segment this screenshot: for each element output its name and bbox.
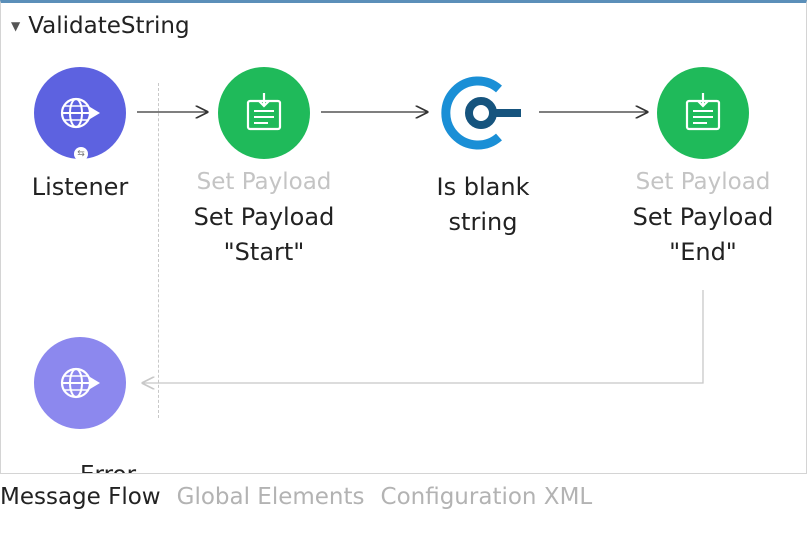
set-payload-icon bbox=[685, 93, 721, 131]
set-payload-end-circle[interactable] bbox=[657, 67, 749, 159]
validation-icon bbox=[441, 76, 521, 150]
tab-message-flow[interactable]: Message Flow bbox=[0, 484, 161, 510]
listener-node[interactable]: ⇆ Listener bbox=[15, 67, 145, 207]
tab-configuration-xml[interactable]: Configuration XML bbox=[380, 484, 593, 510]
is-blank-label-line1: Is blank bbox=[436, 173, 530, 201]
set-payload-end-name: Set Payload bbox=[632, 203, 774, 231]
set-payload-start-node[interactable]: Set Payload Set Payload "Start" bbox=[176, 67, 352, 267]
set-payload-start-value: "Start" bbox=[223, 238, 305, 266]
collapse-caret-icon[interactable]: ▼ bbox=[11, 19, 21, 33]
set-payload-start-circle[interactable] bbox=[218, 67, 310, 159]
error-label: Error bbox=[80, 461, 136, 473]
source-divider bbox=[158, 83, 159, 418]
listener-label: Listener bbox=[31, 173, 129, 201]
is-blank-label-line2: string bbox=[448, 208, 518, 236]
response-return-line bbox=[143, 290, 704, 383]
globe-icon bbox=[60, 367, 100, 399]
globe-icon bbox=[60, 97, 100, 129]
set-payload-start-name: Set Payload bbox=[193, 203, 335, 231]
listener-circle[interactable]: ⇆ bbox=[34, 67, 126, 161]
error-response-circle[interactable] bbox=[34, 337, 126, 429]
is-blank-string-circle[interactable] bbox=[437, 67, 529, 159]
flow-header[interactable]: ▼ ValidateString bbox=[11, 13, 190, 39]
set-payload-end-node[interactable]: Set Payload Set Payload "End" bbox=[615, 67, 791, 267]
flow-title: ValidateString bbox=[28, 13, 190, 39]
editor-tabs: Message Flow Global Elements Configurati… bbox=[0, 484, 608, 510]
set-payload-start-type: Set Payload bbox=[196, 169, 332, 195]
exchange-badge-icon: ⇆ bbox=[74, 147, 88, 161]
is-blank-string-node[interactable]: Is blank string bbox=[416, 67, 550, 241]
set-payload-end-type: Set Payload bbox=[635, 169, 771, 195]
set-payload-end-value: "End" bbox=[669, 238, 737, 266]
error-response-node[interactable] bbox=[34, 337, 126, 429]
flow-connectors bbox=[137, 3, 704, 474]
set-payload-icon bbox=[246, 93, 282, 131]
flow-canvas[interactable]: ▼ ValidateString ⇆ bbox=[0, 0, 807, 474]
tab-global-elements[interactable]: Global Elements bbox=[176, 484, 365, 510]
